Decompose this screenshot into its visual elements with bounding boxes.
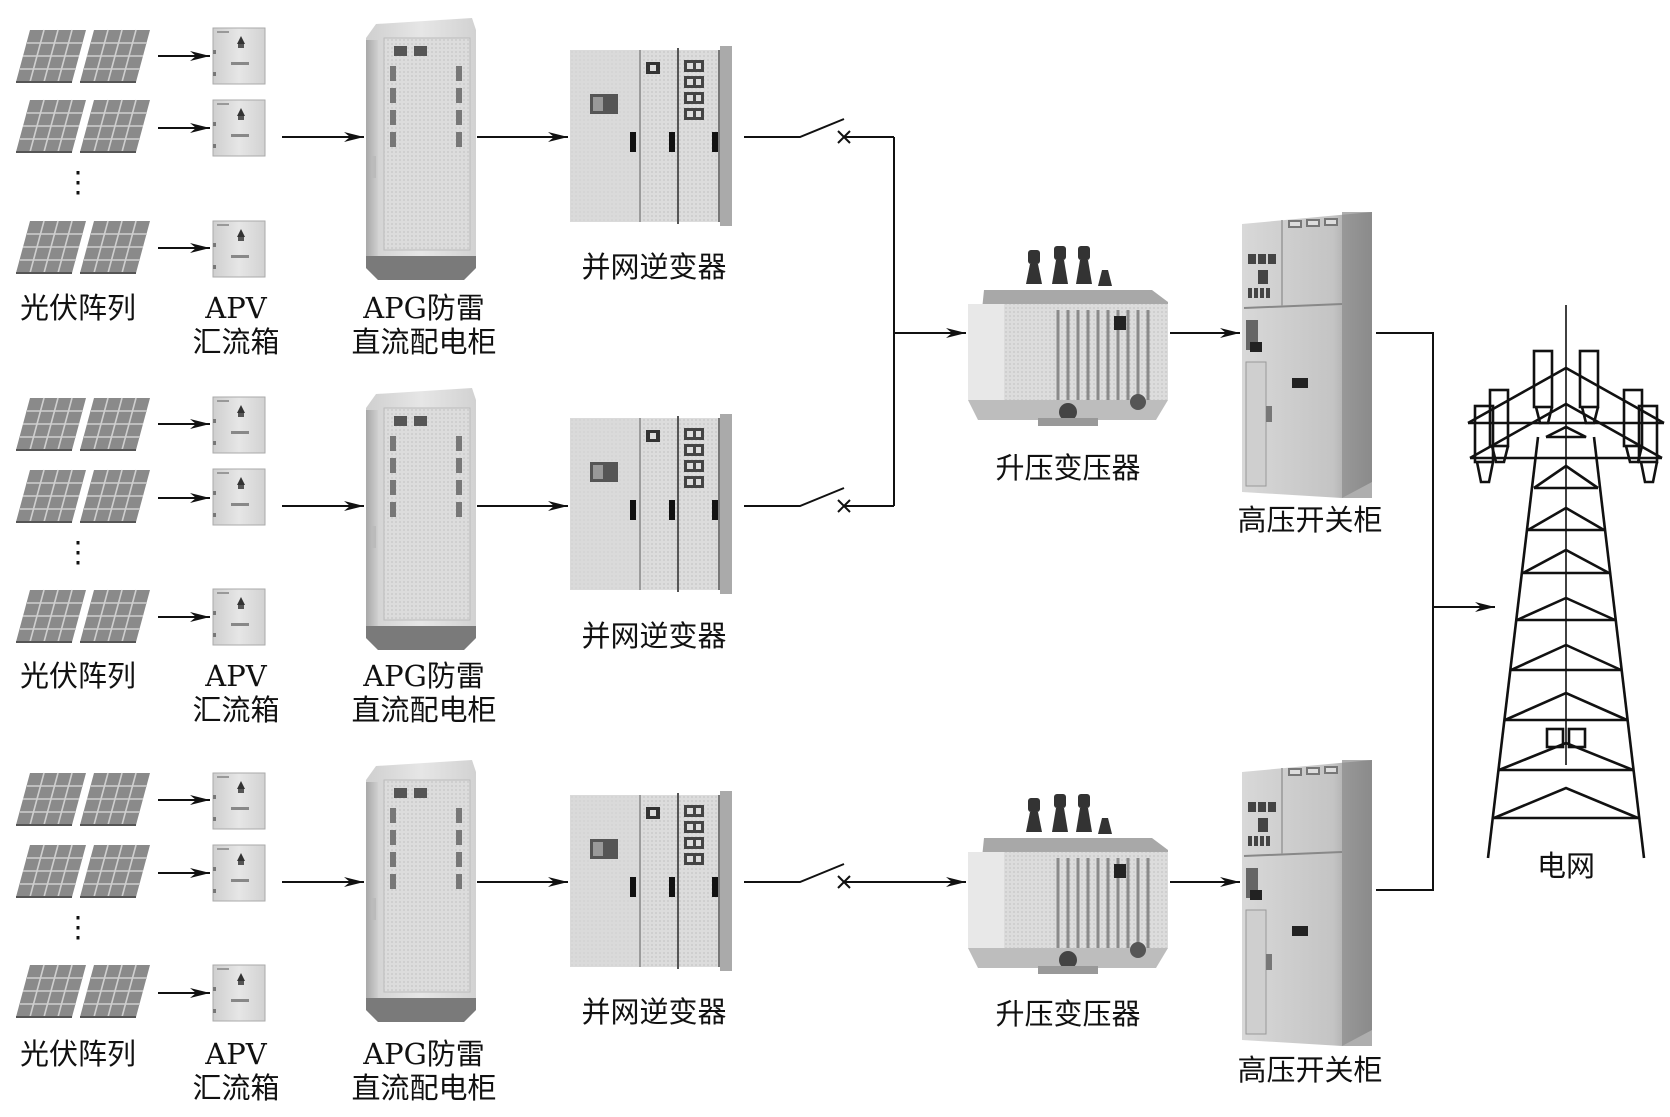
pv-array-label: 光伏阵列 [20,291,136,325]
inverter-icon [569,45,733,227]
combiner-label: 汇流箱 [192,693,279,727]
combiner-box-icon [212,964,266,1022]
combiner-label: APV [204,659,267,693]
solar-panel-icon [16,590,150,642]
solar-panel-icon [16,470,150,522]
combiner-box-icon [212,588,266,646]
transformer-label: 升压变压器 [995,451,1140,485]
combiner-box-icon [212,468,266,526]
ellipsis-dots: ⋮ [64,910,93,944]
step-up-transformer-icon [966,244,1170,428]
pv-array-group: ⋮ 光伏阵列 [16,30,150,325]
solar-panel-icon [16,965,150,1017]
combiner-group: APV 汇流箱 [192,772,280,1105]
ac-bus-2 [1376,332,1495,891]
step-up-transformer-icon [966,792,1170,976]
branch-2: ⋮ 光伏阵列 APV 汇流箱 APG防雷 直流配电柜 并网逆变器 [16,387,894,727]
dc-cabinet-label: 直流配电柜 [351,1071,496,1105]
ac-bus-1 [893,137,966,506]
combiner-box-icon [212,220,266,278]
pv-array-label: 光伏阵列 [20,1037,136,1071]
dc-cabinet-icon [365,387,477,651]
dc-cabinet-label: APG防雷 [362,659,485,693]
breaker-switch [744,118,894,144]
combiner-label: APV [204,1037,267,1071]
pv-array-group: ⋮ 光伏阵列 [16,773,150,1071]
inverter-icon [569,413,733,595]
solar-panel-icon [16,845,150,897]
solar-panel-icon [16,30,150,82]
pv-array-label: 光伏阵列 [20,659,136,693]
inverter-label: 并网逆变器 [581,619,726,653]
breaker-switch [744,863,851,889]
combiner-label: 汇流箱 [192,1071,279,1105]
grid-label: 电网 [1537,849,1595,883]
combiner-box-icon [212,844,266,902]
hv-switchgear-icon [1241,211,1373,499]
solar-panel-icon [16,221,150,273]
branch-3: ⋮ 光伏阵列 APV 汇流箱 APG防雷 直流配电柜 并网逆变器 [16,759,966,1105]
dc-cabinet-label: APG防雷 [362,291,485,325]
combiner-group: APV 汇流箱 [192,27,280,359]
combiner-label: APV [204,291,267,325]
dc-cabinet-label: 直流配电柜 [351,325,496,359]
transformer-label: 升压变压器 [995,997,1140,1031]
pv-array-group: ⋮ 光伏阵列 [16,398,150,693]
inverter-icon [569,790,733,972]
ellipsis-dots: ⋮ [64,165,93,199]
solar-panel-icon [16,773,150,825]
hv-switchgear-icon [1241,759,1373,1047]
switchgear-label: 高压开关柜 [1237,1053,1382,1087]
solar-panel-icon [16,398,150,450]
inverter-label: 并网逆变器 [581,250,726,284]
combiner-box-icon [212,396,266,454]
dc-cabinet-icon [365,759,477,1023]
combiner-group: APV 汇流箱 [192,396,280,727]
combiner-label: 汇流箱 [192,325,279,359]
combiner-box-icon [212,27,266,85]
ellipsis-dots: ⋮ [64,535,93,569]
breaker-switch [744,487,894,513]
branch-1: ⋮ 光伏阵列 APV 汇流箱 APG防雷 直流配电柜 并网逆变器 [16,17,894,359]
inverter-label: 并网逆变器 [581,995,726,1029]
dc-cabinet-icon [365,17,477,281]
combiner-box-icon [212,99,266,157]
switchgear-label: 高压开关柜 [1237,503,1382,537]
solar-panel-icon [16,100,150,152]
dc-cabinet-label: 直流配电柜 [351,693,496,727]
dc-cabinet-label: APG防雷 [362,1037,485,1071]
transmission-tower-icon [1467,305,1665,859]
combiner-box-icon [212,772,266,830]
